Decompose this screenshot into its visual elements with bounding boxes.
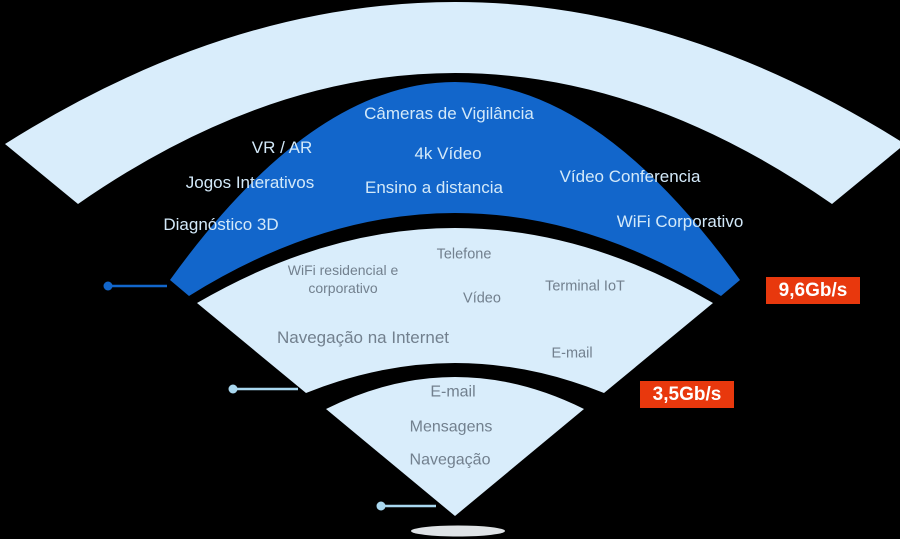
label-jogos-interativos: Jogos Interativos	[185, 172, 315, 192]
label-wifi-corporativo: WiFi Corporativo	[616, 211, 744, 231]
marker-dot-wifi6	[103, 281, 113, 291]
label-cameras-vigilancia: Câmeras de Vigilância	[364, 103, 534, 123]
marker-dot-wifi5	[228, 384, 238, 394]
wifi-band-4	[326, 377, 584, 516]
label-navegacao: Navegação	[409, 451, 491, 469]
label-telefone: Telefone	[436, 246, 492, 263]
label-email-wifi5: E-mail	[551, 345, 593, 362]
label-mensagens: Mensagens	[409, 418, 493, 436]
speed-badge-wifi5: 3,5Gb/s	[640, 381, 734, 408]
label-navegacao-internet: Navegação na Internet	[276, 327, 450, 347]
label-video-conferencia: Vídeo Conferencia	[559, 166, 701, 186]
label-terminal-iot: Terminal IoT	[545, 278, 625, 295]
speed-badge-wifi6: 9,6Gb/s	[766, 277, 860, 304]
wifi-band-6	[170, 82, 740, 296]
label-4k-video: 4k Vídeo	[414, 143, 482, 163]
label-ensino-distancia: Ensino a distancia	[365, 177, 503, 197]
label-email-wifi4: E-mail	[430, 383, 476, 401]
label-wifi-residencial: WiFi residencial e corporativo	[287, 261, 399, 296]
wifi-band-5	[197, 228, 713, 393]
label-diagnostico-3d: Diagnóstico 3D	[163, 214, 279, 234]
base-shadow-ellipse	[411, 525, 505, 537]
label-vr-ar: VR / AR	[251, 137, 313, 157]
marker-dot-wifi4	[376, 501, 386, 511]
wifi-band-outer	[5, 2, 900, 204]
label-video: Vídeo	[463, 290, 501, 307]
